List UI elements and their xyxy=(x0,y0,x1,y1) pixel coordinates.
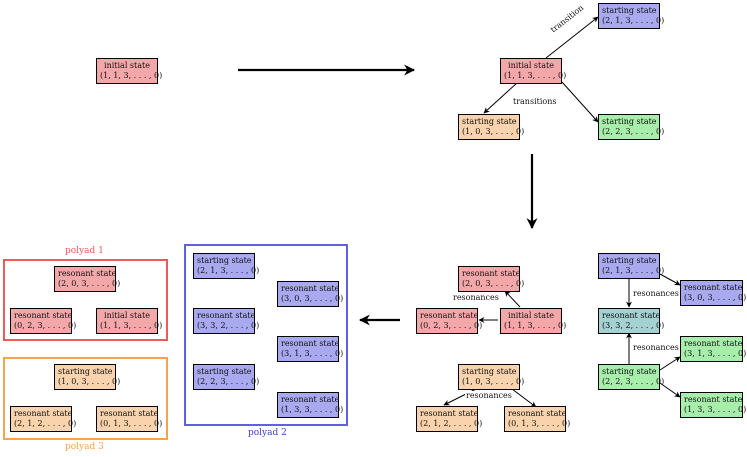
resonant-state-node: resonant state (3, 1, 3, . . . , 0) xyxy=(277,336,343,362)
initial-state-node: initial state (1, 1, 3, . . . , 0) xyxy=(500,58,566,84)
resonant-state-node: resonant state (3, 3, 2, . . . , 0) xyxy=(598,308,664,334)
resonant-state-node: resonant state (0, 1, 3, . . . , 0) xyxy=(96,406,162,432)
resonant-state-node: resonant state (3, 1, 3, . . . , 0) xyxy=(680,336,746,362)
polyad-2-title: polyad 2 xyxy=(248,428,287,438)
resonant-state-node: resonant state (2, 1, 2, . . . , 0) xyxy=(10,406,76,432)
starting-state-node: starting state (1, 0, 3, . . . , 0) xyxy=(54,364,120,390)
edge-init-to-start-blue xyxy=(545,16,599,59)
resonant-state-node: resonant state (3, 0, 3, . . . , 0) xyxy=(680,280,746,306)
edge-res-green-right1 xyxy=(659,356,681,371)
starting-state-node: starting state (2, 2, 3, . . . , 0) xyxy=(598,114,664,140)
edge-res-red-up xyxy=(504,290,521,308)
initial-state-node: initial state (1, 1, 3, . . . , 0) xyxy=(96,308,162,334)
resonant-state-node: resonant state (2, 1, 2, . . . , 0) xyxy=(416,406,482,432)
starting-state-node: starting state (2, 2, 3, . . . , 0) xyxy=(598,364,664,390)
resonant-state-node: resonant state (0, 2, 3, . . . , 0) xyxy=(10,308,76,334)
resonances-label: resonances xyxy=(452,293,500,302)
polyad-3-frame xyxy=(3,357,168,440)
polyad-2-frame xyxy=(184,244,348,426)
resonant-state-node: resonant state (1, 3, 3, . . . , 0) xyxy=(277,392,343,418)
starting-state-node: starting state (2, 1, 3, . . . , 0) xyxy=(598,3,664,29)
edge-res-blue-right xyxy=(659,273,681,286)
resonant-state-node: resonant state (3, 3, 2, . . . , 0) xyxy=(193,308,259,334)
resonances-label: resonances xyxy=(632,343,680,352)
resonances-label: resonances xyxy=(632,289,680,298)
starting-state-node: starting state (2, 1, 3, . . . , 0) xyxy=(598,253,664,279)
resonant-state-node: resonant state (2, 0, 3, . . . , 0) xyxy=(458,266,524,292)
polyad-1-title: polyad 1 xyxy=(65,246,104,256)
initial-state-node: initial state (1, 1, 3, . . . , 0) xyxy=(500,308,566,334)
resonances-label: resonances xyxy=(465,391,513,400)
starting-state-node: starting state (2, 1, 3, . . . , 0) xyxy=(193,253,259,279)
starting-state-node: starting state (1, 0, 3, . . . , 0) xyxy=(458,114,524,140)
resonant-state-node: resonant state (0, 1, 3, . . . , 0) xyxy=(504,406,570,432)
resonant-state-node: resonant state (2, 0, 3, . . . , 0) xyxy=(54,266,120,292)
resonant-state-node: resonant state (1, 3, 3, . . . , 0) xyxy=(680,392,746,418)
resonant-state-node: resonant state (3, 0, 3, . . . , 0) xyxy=(277,281,343,307)
starting-state-node: starting state (1, 0, 3, . . . , 0) xyxy=(458,364,524,390)
starting-state-node: starting state (2, 2, 3, . . . , 0) xyxy=(193,364,259,390)
edge-res-green-right2 xyxy=(659,382,681,398)
initial-state-node: initial state (1, 1, 3, . . . , 0) xyxy=(96,58,162,84)
resonant-state-node: resonant state (0, 2, 3, . . . , 0) xyxy=(416,308,482,334)
polyad-1-frame xyxy=(3,259,168,341)
edge-init-to-start-green xyxy=(561,81,599,123)
transitions-label: transitions xyxy=(512,97,558,106)
edge-init-to-start-orange xyxy=(483,81,519,114)
edge-res-orange-right xyxy=(511,388,537,408)
polyad-3-title: polyad 3 xyxy=(65,442,104,452)
